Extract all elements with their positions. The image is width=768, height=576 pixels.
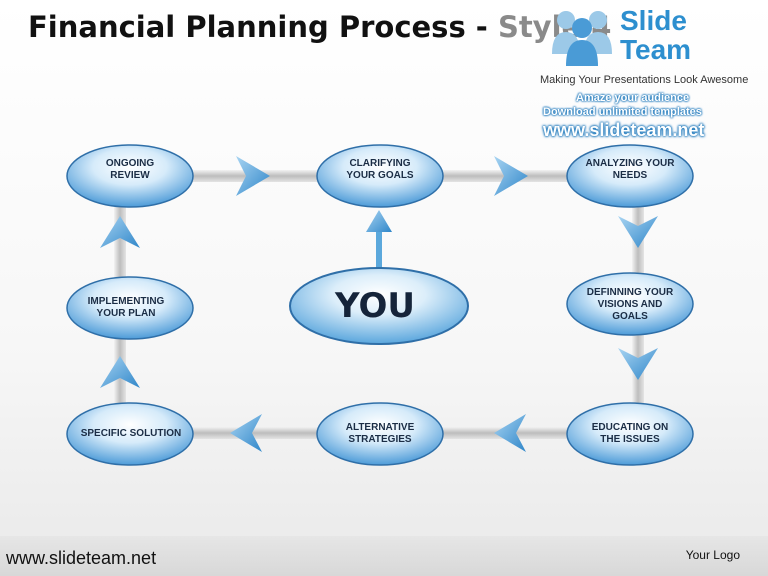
node-ongoing-review[interactable] xyxy=(66,144,194,208)
title-main: Financial Planning Process - xyxy=(28,10,498,44)
arrow-right-icon xyxy=(236,156,270,196)
node-educating-issues[interactable] xyxy=(566,402,694,466)
node-analyzing-needs[interactable] xyxy=(566,144,694,208)
arrow-right-icon xyxy=(494,156,528,196)
footer-logo-placeholder: Your Logo xyxy=(685,548,740,562)
promo-amaze: Amaze your audience xyxy=(576,92,690,104)
node-you[interactable] xyxy=(289,267,469,345)
node-defining-visions[interactable] xyxy=(566,272,694,336)
arrow-up-icon xyxy=(100,356,140,388)
logo-word-team: Team xyxy=(620,34,692,65)
arrow-down-icon xyxy=(618,348,658,380)
footer-url[interactable]: www.slideteam.net xyxy=(6,548,157,568)
node-clarifying-goals[interactable] xyxy=(316,144,444,208)
node-alternative-strategies[interactable] xyxy=(316,402,444,466)
logo-url[interactable]: www.slideteam.net xyxy=(543,120,705,140)
arrow-up-icon xyxy=(100,216,140,248)
arrow-left-icon xyxy=(230,414,262,452)
people-icon xyxy=(552,11,612,66)
arrow-left-icon xyxy=(494,414,526,452)
arrow-down-icon xyxy=(618,216,658,248)
arrow-up-icon xyxy=(366,210,392,274)
node-implementing-plan[interactable] xyxy=(66,276,194,340)
logo-tagline: Making Your Presentations Look Awesome xyxy=(540,74,749,86)
logo-word-slide: Slide xyxy=(620,5,687,36)
node-specific-solution[interactable] xyxy=(66,402,194,466)
footer-bar xyxy=(0,536,768,576)
promo-download: Download unlimited templates xyxy=(543,106,702,118)
slideteam-logo[interactable]: Slide Team Making Your Presentations Loo… xyxy=(528,2,758,152)
